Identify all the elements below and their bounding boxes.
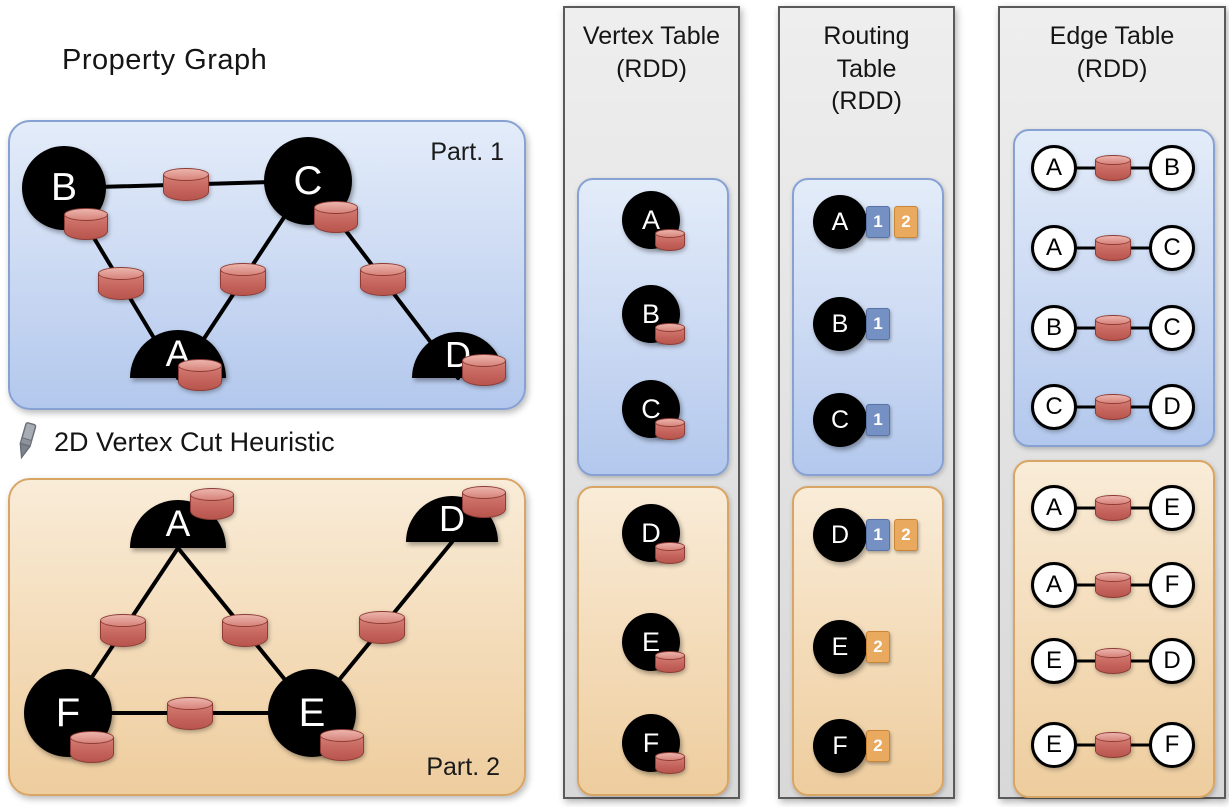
edge-table-title-line2: (RDD) (1076, 54, 1148, 83)
vertex-cut-annotation: 2D Vertex Cut Heuristic (8, 420, 335, 464)
routing-table-title-line3: (RDD) (831, 87, 902, 115)
edge-table-part1-group (1013, 129, 1215, 447)
edge-table-part2-group (1013, 460, 1215, 798)
edge-table-title: Edge Table (RDD) (1000, 20, 1224, 85)
vertex-table-title-line2: (RDD) (616, 54, 687, 83)
pencil-icon (19, 422, 37, 460)
page-title: Property Graph (62, 44, 268, 76)
routing-table-panel: Routing Table (RDD) (778, 6, 955, 799)
routing-table-title-line1: Routing (823, 22, 910, 50)
edge-table-title-line1: Edge Table (1049, 22, 1175, 50)
vertex-table-panel: Vertex Table (RDD) (563, 6, 740, 799)
edge-table-panel: Edge Table (RDD) (998, 6, 1226, 799)
routing-table-title: Routing Table (RDD) (780, 20, 953, 118)
vertex-cut-label: 2D Vertex Cut Heuristic (54, 426, 335, 457)
routing-table-part2-group (792, 486, 944, 796)
vertex-table-title: Vertex Table (RDD) (565, 20, 738, 85)
vertex-table-part2-group (577, 486, 729, 796)
vertex-table-part1-group (577, 178, 729, 476)
partition-1-box: Part. 1 (8, 120, 526, 410)
routing-table-title-line2: Table (836, 54, 897, 83)
routing-table-part1-group (792, 178, 944, 476)
partition-2-label: Part. 2 (426, 753, 500, 781)
vertex-table-title-line1: Vertex Table (582, 22, 721, 50)
partition-1-label: Part. 1 (430, 138, 504, 166)
partition-2-box: Part. 2 (8, 478, 526, 796)
